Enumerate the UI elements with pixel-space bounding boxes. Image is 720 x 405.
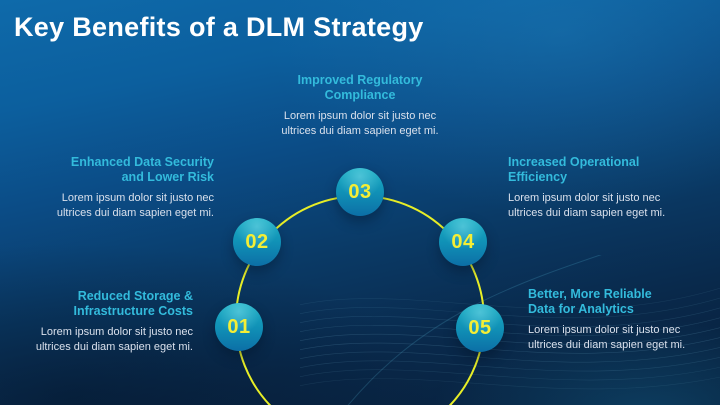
benefit-improved-regulatory-compliance: Improved Regulatory Compliance Lorem ips… <box>250 73 470 139</box>
benefit-description: Lorem ipsum dolor sit justo nec ultrices… <box>528 323 720 353</box>
step-number-02: 02 <box>245 230 269 253</box>
benefit-title: Reduced Storage & Infrastructure Costs <box>0 289 193 319</box>
step-badge-01: 01 <box>215 303 263 351</box>
benefit-enhanced-data-security: Enhanced Data Security and Lower Risk Lo… <box>9 155 214 221</box>
benefit-title: Better, More Reliable Data for Analytics <box>528 287 720 317</box>
benefit-title-line: Reduced Storage & <box>77 289 193 303</box>
benefit-increased-operational-efficiency: Increased Operational Efficiency Lorem i… <box>508 155 698 221</box>
step-badge-02: 02 <box>233 218 281 266</box>
benefit-description-line: ultrices dui diam sapien eget mi. <box>528 339 686 351</box>
benefit-title-line: Better, More Reliable <box>528 287 652 301</box>
benefit-title: Enhanced Data Security and Lower Risk <box>9 155 214 185</box>
step-number-03: 03 <box>348 180 372 203</box>
benefit-title-line: Efficiency <box>508 170 568 184</box>
benefit-description: Lorem ipsum dolor sit justo nec ultrices… <box>9 191 214 221</box>
benefit-description: Lorem ipsum dolor sit justo nec ultrices… <box>508 191 698 221</box>
benefit-description: Lorem ipsum dolor sit justo nec ultrices… <box>250 109 470 139</box>
benefit-description-line: Lorem ipsum dolor sit justo nec <box>61 192 214 204</box>
benefit-title-line: Enhanced Data Security <box>70 155 214 169</box>
step-number-04: 04 <box>451 230 475 253</box>
benefit-title-line: Infrastructure Costs <box>73 304 193 318</box>
benefit-title: Improved Regulatory Compliance <box>250 73 470 103</box>
benefit-description-line: ultrices dui diam sapien eget mi. <box>56 207 214 219</box>
benefit-description-line: Lorem ipsum dolor sit justo nec <box>283 110 437 122</box>
benefit-description-line: ultrices dui diam sapien eget mi. <box>281 125 439 137</box>
benefit-reduced-storage-costs: Reduced Storage & Infrastructure Costs L… <box>0 289 193 355</box>
step-number-01: 01 <box>227 315 251 338</box>
benefit-title: Increased Operational Efficiency <box>508 155 698 185</box>
step-badge-04: 04 <box>439 218 487 266</box>
benefit-title-line: Data for Analytics <box>528 302 634 316</box>
step-badge-03: 03 <box>336 168 384 216</box>
benefit-description-line: Lorem ipsum dolor sit justo nec <box>40 326 193 338</box>
slide-title: Key Benefits of a DLM Strategy <box>14 12 424 42</box>
step-badge-05: 05 <box>456 304 504 352</box>
benefit-description: Lorem ipsum dolor sit justo nec ultrices… <box>0 325 193 355</box>
benefit-description-line: Lorem ipsum dolor sit justo nec <box>508 192 661 204</box>
benefit-title-line: and Lower Risk <box>121 170 214 184</box>
benefit-title-line: Improved Regulatory <box>297 73 423 87</box>
benefit-description-line: Lorem ipsum dolor sit justo nec <box>528 324 681 336</box>
benefit-reliable-data-analytics: Better, More Reliable Data for Analytics… <box>528 287 720 353</box>
benefit-title-line: Compliance <box>324 88 396 102</box>
benefit-description-line: ultrices dui diam sapien eget mi. <box>508 207 666 219</box>
step-number-05: 05 <box>468 316 492 339</box>
benefit-title-line: Increased Operational <box>508 155 640 169</box>
benefit-description-line: ultrices dui diam sapien eget mi. <box>35 341 193 353</box>
